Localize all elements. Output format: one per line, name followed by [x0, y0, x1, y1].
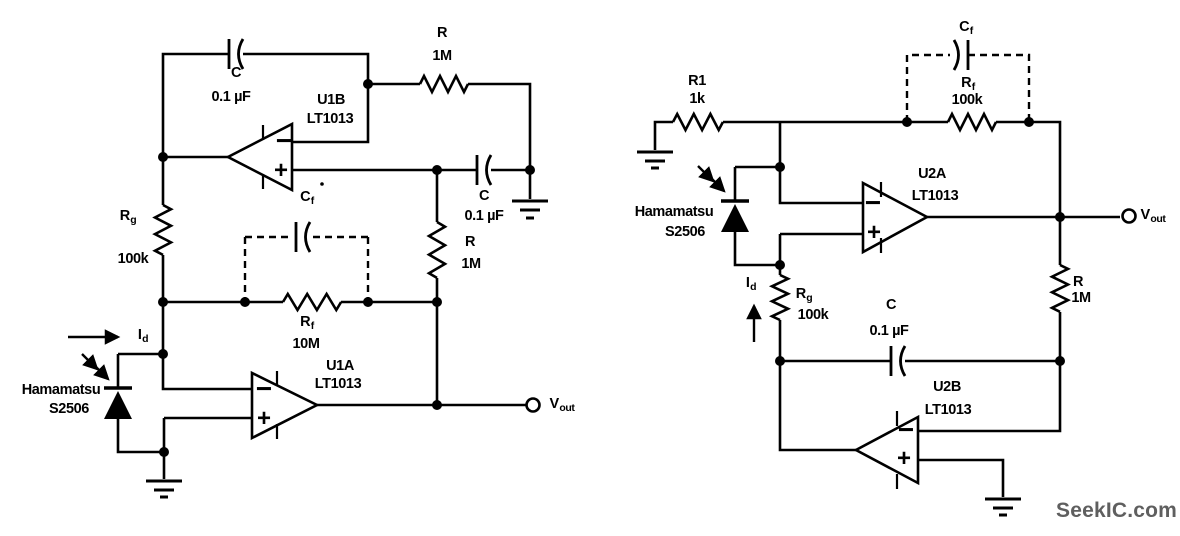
u1b-noninverting-input-sign: + — [273, 157, 289, 184]
u1a-noninverting-input-sign: + — [256, 405, 272, 432]
junction-dots — [775, 117, 1065, 366]
opamp-u1a — [250, 370, 320, 441]
label-u1b-name: U1B — [317, 91, 345, 108]
label-c2-name: C — [885, 296, 897, 313]
opamp-u1b — [225, 121, 294, 193]
wire — [243, 52, 370, 144]
resistor-r2 — [1049, 263, 1071, 313]
label-cf2-name: Cf — [959, 18, 973, 37]
light-arrow — [92, 363, 110, 381]
resistor-r-out — [426, 220, 448, 280]
label-rg-name: Rg — [119, 207, 137, 226]
wire — [996, 120, 1062, 217]
light-arrow — [708, 175, 726, 193]
label-rf-value: 10M — [292, 335, 320, 352]
label-photodiode-part: S2506 — [49, 400, 89, 417]
resistor-r1 — [671, 111, 725, 133]
label-c-in-value: 0.1 µF — [464, 207, 504, 224]
capacitor-c-in — [475, 154, 493, 186]
right-circuit — [637, 39, 1137, 517]
wire — [161, 255, 252, 391]
label-vout: Vout — [549, 395, 575, 414]
wire — [161, 52, 229, 205]
junction-dots — [158, 79, 535, 457]
label-r1-value: 1k — [689, 90, 705, 107]
label-id2: Id — [745, 274, 757, 293]
label-rf2-value: 100k — [951, 91, 983, 108]
u2b-noninverting-input-sign: + — [896, 445, 912, 472]
label-c-top-name: C — [230, 64, 242, 81]
ground-symbol — [637, 150, 673, 170]
label-u1b-part: LT1013 — [306, 110, 354, 127]
label-u2b-name: U2B — [933, 378, 961, 395]
ground-symbol — [146, 452, 182, 499]
label-rg-value: 100k — [117, 250, 149, 267]
label-u2a-part: LT1013 — [911, 187, 959, 204]
u1b-inverting-input-sign: − — [275, 125, 293, 156]
label-id: Id — [137, 326, 149, 345]
label-rf-name: Rf — [300, 313, 314, 332]
wire — [918, 458, 1005, 497]
capacitor-cf2-optional — [905, 39, 1031, 122]
u2a-noninverting-input-sign: + — [866, 219, 882, 246]
resistor-rg2 — [768, 273, 792, 322]
vout-terminal — [525, 397, 541, 413]
wire — [918, 361, 1062, 433]
label-c2-value: 0.1 µF — [869, 322, 909, 339]
resistor-r-top — [418, 73, 470, 95]
u2b-inverting-input-sign: − — [897, 414, 915, 445]
left-circuit — [68, 38, 548, 499]
label-photodiode2-brand: Hamamatsu — [634, 203, 714, 220]
label-c-in-name: C — [478, 187, 490, 204]
ground-symbol — [512, 170, 548, 220]
label-photodiode2-part: S2506 — [665, 223, 705, 240]
label-r2-value: 1M — [1071, 289, 1091, 306]
photodiode-left — [81, 353, 132, 419]
resistor-rf — [281, 291, 343, 313]
wire — [778, 122, 863, 205]
stray-mark — [320, 182, 324, 186]
label-vout2: Vout — [1140, 206, 1166, 225]
label-r-out-value: 1M — [461, 255, 481, 272]
u2a-inverting-input-sign: − — [864, 187, 882, 218]
resistor-rf2 — [946, 111, 998, 133]
label-r-top-value: 1M — [432, 47, 452, 64]
photodiode-right — [697, 165, 780, 267]
label-r1-name: R1 — [688, 72, 706, 89]
label-u1a-part: LT1013 — [314, 375, 362, 392]
vout-terminal — [1121, 208, 1137, 224]
label-u1a-name: U1A — [326, 357, 354, 374]
label-rf2-name: Rf — [961, 74, 975, 93]
label-r2-name: R — [1072, 273, 1084, 290]
label-u2b-part: LT1013 — [924, 401, 972, 418]
wire — [468, 82, 532, 170]
wire — [778, 361, 856, 452]
capacitor-cf-optional — [243, 221, 370, 302]
seekic-watermark: SeekIC.com — [1056, 499, 1178, 522]
capacitor-c2 — [889, 345, 907, 377]
resistor-rg — [152, 203, 174, 257]
label-rg2-value: 100k — [797, 306, 829, 323]
label-u2a-name: U2A — [918, 165, 946, 182]
label-rg2-name: Rg — [795, 285, 813, 304]
label-cf-name: Cf — [300, 188, 314, 207]
label-photodiode-brand: Hamamatsu — [21, 381, 101, 398]
capacitor-c-top — [227, 38, 245, 70]
opamp-u2a — [861, 180, 930, 255]
wire — [116, 419, 164, 454]
label-r-top-name: R — [436, 24, 448, 41]
opamp-u2b — [853, 411, 920, 489]
wire — [653, 120, 673, 150]
u1a-inverting-input-sign: − — [255, 373, 273, 404]
label-c-top-value: 0.1 µF — [211, 88, 251, 105]
ground-symbol — [985, 497, 1021, 517]
label-r-out-name: R — [464, 233, 476, 250]
